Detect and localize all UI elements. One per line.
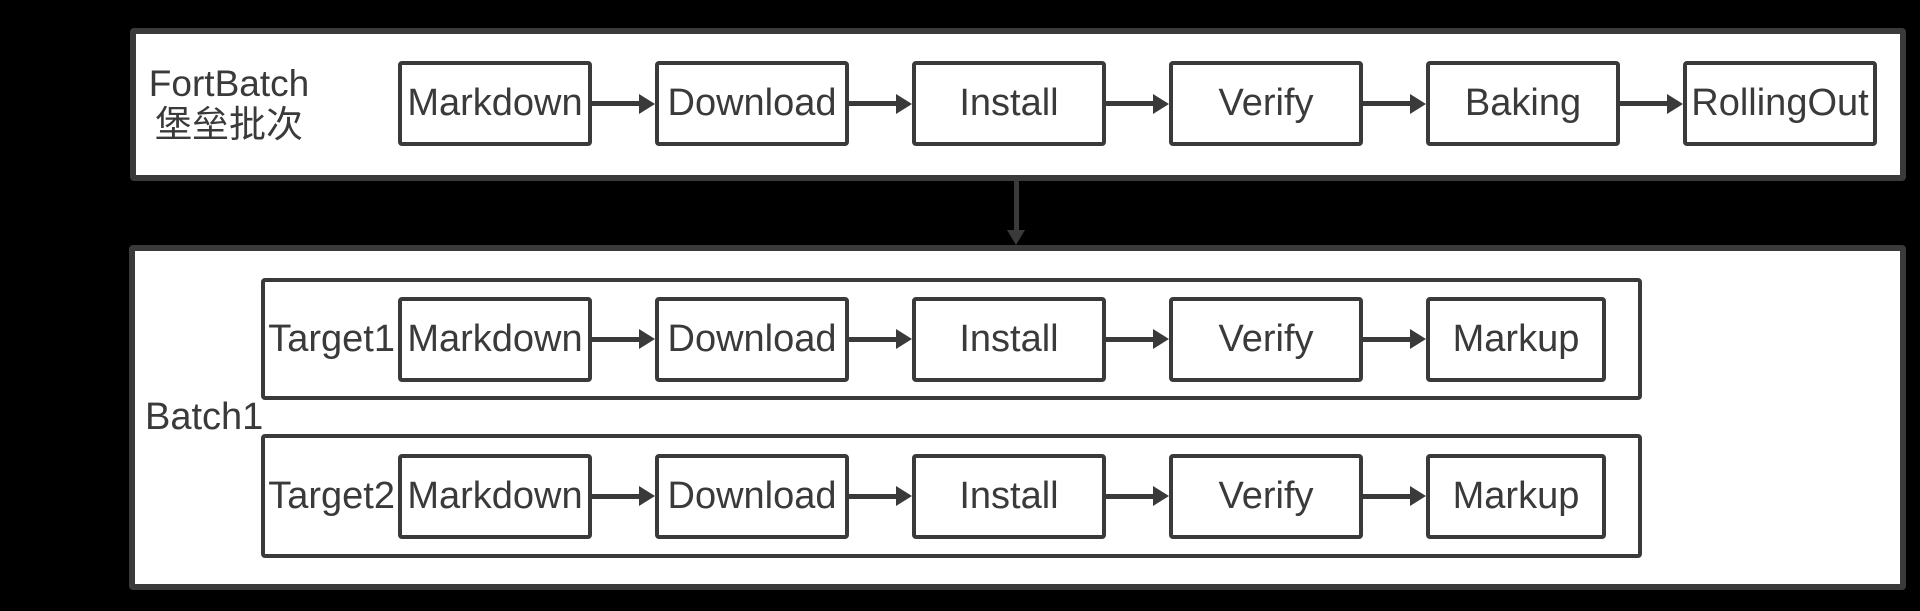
arrow-shaft — [849, 101, 896, 106]
stage-markdown: Markdown — [398, 61, 592, 146]
batch1-label: Batch1 — [145, 396, 264, 438]
arrow-right-icon — [849, 329, 912, 349]
stage-markup: Markup — [1426, 296, 1606, 382]
arrow-right-icon — [849, 94, 912, 114]
stage-download: Download — [655, 61, 849, 146]
arrow-right-icon — [1363, 486, 1426, 506]
arrow-right-icon — [1106, 329, 1169, 349]
target1-label: Target1 — [268, 317, 395, 360]
fort-batch-flow-row: Markdown Download Install Verify Baking … — [398, 61, 1877, 146]
batch1-panel: Batch1 Target1 Markdown Download Install… — [129, 245, 1906, 590]
arrow-shaft — [592, 336, 639, 342]
arrow-shaft — [1620, 101, 1667, 106]
arrow-right-icon — [1363, 94, 1426, 114]
arrow-shaft — [592, 493, 639, 499]
fort-batch-panel: FortBatch 堡垒批次 Markdown Download Install… — [130, 28, 1906, 181]
stage-install: Install — [912, 453, 1106, 539]
stage-install: Install — [912, 61, 1106, 146]
arrow-shaft — [1106, 493, 1153, 499]
stage-verify: Verify — [1169, 296, 1363, 382]
fort-batch-label-zh: 堡垒批次 — [155, 103, 303, 145]
arrow-shaft — [1106, 336, 1153, 342]
arrow-right-icon — [1106, 94, 1169, 114]
arrow-down-icon — [1005, 181, 1027, 245]
target2-row-panel: Target2 Markdown Download Install Verify… — [261, 434, 1642, 558]
target1-flow-row: Markdown Download Install Verify Markup — [398, 282, 1606, 396]
stage-download: Download — [655, 296, 849, 382]
target1-row-panel: Target1 Markdown Download Install Verify… — [261, 278, 1642, 400]
fort-batch-label-en: FortBatch — [148, 62, 310, 104]
arrow-shaft — [1363, 493, 1410, 499]
arrow-shaft — [1363, 336, 1410, 342]
stage-rollingout: RollingOut — [1683, 61, 1877, 146]
target2-flow-row: Markdown Download Install Verify Markup — [398, 438, 1606, 554]
stage-verify: Verify — [1169, 453, 1363, 539]
arrow-right-icon — [1620, 94, 1683, 114]
fort-batch-label: FortBatch 堡垒批次 — [144, 34, 314, 175]
arrow-shaft — [1363, 101, 1410, 106]
arrow-shaft — [592, 101, 639, 106]
arrow-right-icon — [1363, 329, 1426, 349]
arrow-shaft — [1106, 101, 1153, 106]
stage-markdown: Markdown — [398, 296, 592, 382]
stage-install: Install — [912, 296, 1106, 382]
arrow-right-icon — [592, 329, 655, 349]
stage-download: Download — [655, 453, 849, 539]
arrow-right-icon — [849, 486, 912, 506]
target2-label: Target2 — [268, 474, 395, 517]
arrow-right-icon — [592, 486, 655, 506]
arrow-shaft — [849, 336, 896, 342]
stage-markdown: Markdown — [398, 453, 592, 539]
stage-verify: Verify — [1169, 61, 1363, 146]
stage-markup: Markup — [1426, 453, 1606, 539]
arrow-right-icon — [592, 94, 655, 114]
arrow-shaft — [849, 493, 896, 499]
arrow-shaft — [1013, 181, 1019, 230]
arrow-right-icon — [1106, 486, 1169, 506]
stage-baking: Baking — [1426, 61, 1620, 146]
